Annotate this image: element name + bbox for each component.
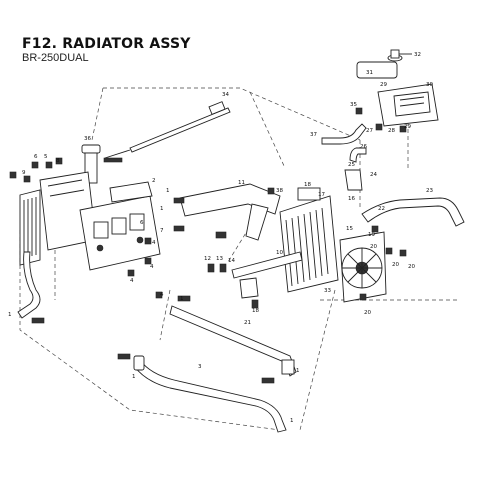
callout-17: 17 [318,192,325,198]
callout-30: 30 [426,82,433,88]
callout-24: 24 [370,172,377,178]
callout-4-c: 4 [130,278,134,284]
callout-1-e: 1 [296,368,300,374]
callout-25: 25 [348,162,355,168]
support-rail [231,251,303,299]
callout-14: 14 [228,258,235,264]
callout-22: 22 [378,206,385,212]
radiator-bracket [179,183,281,241]
callout-2: 2 [152,178,156,184]
callout-21: 21 [244,320,251,326]
upper-pipe [104,101,231,159]
callout-27: 27 [366,128,373,134]
callout-18: 18 [304,182,311,188]
callout-3: 3 [198,364,202,370]
callout-20-d: 20 [364,310,371,316]
callout-29-b: 29 [404,124,411,130]
callout-5: 5 [44,154,48,160]
right-upper-hose [361,197,465,227]
callout-1-a: 1 [166,188,170,194]
callout-8: 8 [56,158,60,164]
callout-20-b: 20 [392,262,399,268]
callout-4-d: 4 [160,292,164,298]
callout-20-c: 20 [408,264,415,270]
callout-1-f: 1 [290,418,294,424]
callout-19: 19 [368,232,375,238]
reservoir-hose [321,123,367,191]
callout-6-b: 6 [140,220,144,226]
callout-29: 29 [380,82,387,88]
callout-34: 34 [222,92,229,98]
callout-10: 10 [276,250,283,256]
left-lower-hose [17,181,153,319]
callout-35: 35 [350,102,357,108]
diagram-title: F12. RADIATOR ASSY [22,36,191,52]
callout-labels: 32 31 29 30 35 34 37 27 26 28 29 36 25 2… [8,52,433,424]
callout-1-b: 1 [8,312,12,318]
callout-28: 28 [388,128,395,134]
fasteners [9,107,407,384]
callout-9: 9 [22,170,26,176]
callout-13: 13 [216,256,223,262]
callout-38: 38 [276,188,283,194]
callout-23: 23 [426,188,433,194]
overflow-tank [356,49,439,127]
callout-36: 36 [84,136,91,142]
callout-1-d: 1 [132,374,136,380]
callout-12: 12 [204,256,211,262]
long-coolant-hose-21 [169,305,297,377]
long-coolant-hose-3 [133,355,287,433]
callout-26: 26 [360,144,367,150]
callout-15: 15 [346,226,353,232]
callout-11: 11 [238,180,245,186]
callout-33: 33 [324,288,331,294]
callout-1-c: 1 [180,296,184,302]
callout-1-g: 1 [160,206,164,212]
callout-16: 16 [348,196,355,202]
callout-20-a: 20 [370,244,377,250]
callout-4-a: 4 [152,240,156,246]
callout-32: 32 [414,52,421,58]
cooling-fan [339,231,387,303]
callout-37: 37 [310,132,317,138]
filler-neck-cap [81,144,101,184]
callout-31: 31 [366,70,373,76]
callout-6: 6 [34,154,38,160]
callout-7: 7 [160,228,164,234]
callout-4-b: 4 [150,264,154,270]
callout-18-b: 18 [252,308,259,314]
model-subtitle: BR-250DUAL [22,52,89,64]
main-radiator [279,187,339,293]
left-radiator [19,171,161,271]
